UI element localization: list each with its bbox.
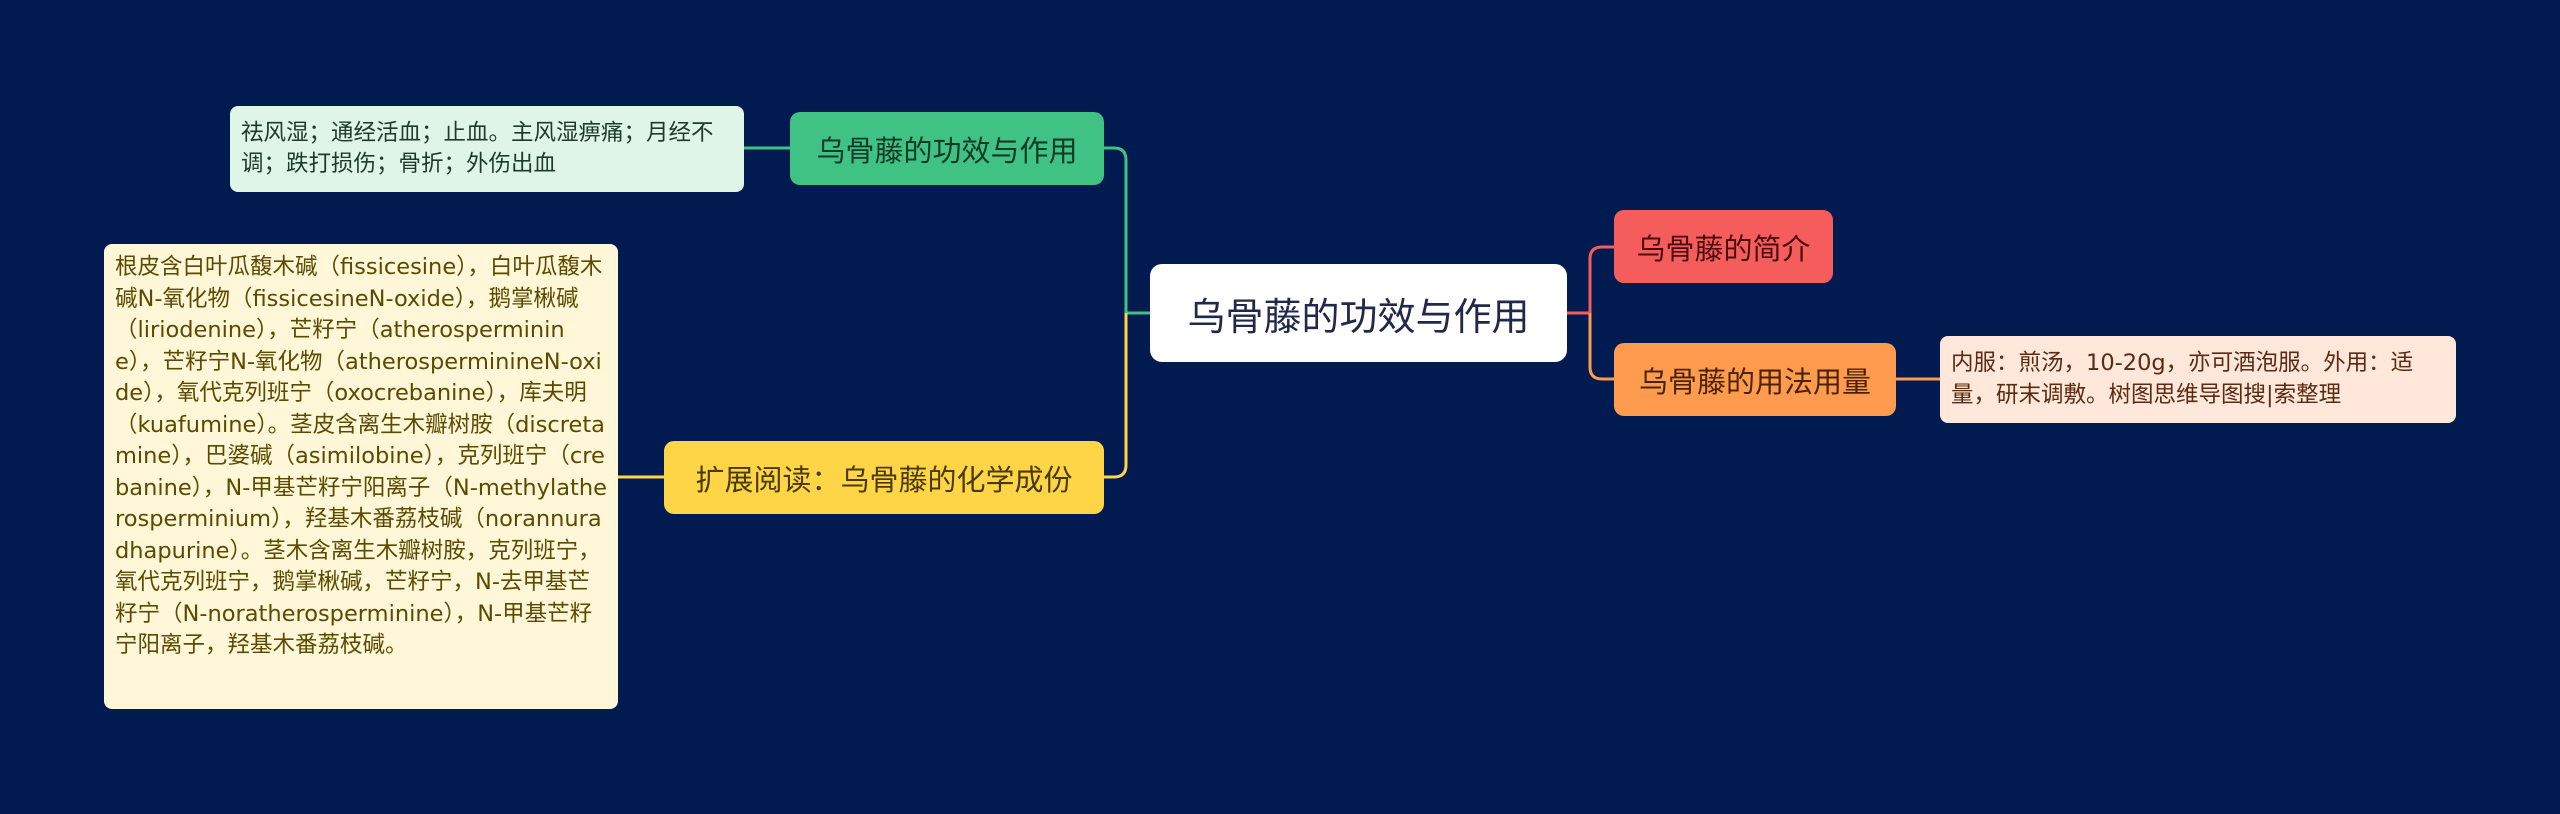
leaf-dosage-detail[interactable]: 内服：煎汤，10-20g，亦可酒泡服。外用：适量，研末调敷。树图思维导图搜|索整…	[1940, 336, 2456, 423]
branch-chemistry-label: 扩展阅读：乌骨藤的化学成份	[695, 462, 1073, 497]
leaf-dosage-text: 内服：煎汤，10-20g，亦可酒泡服。外用：适量，研末调敷。树图思维导图搜|索整…	[1951, 350, 2414, 408]
branch-introduction-label: 乌骨藤的简介	[1636, 231, 1811, 266]
connector-to-red-branch	[1588, 245, 1614, 313]
branch-introduction[interactable]: 乌骨藤的简介	[1614, 210, 1833, 283]
branch-chemistry[interactable]: 扩展阅读：乌骨藤的化学成份	[664, 441, 1104, 514]
leaf-chemistry-text: 根皮含白叶瓜馥木碱（fissicesine），白叶瓜馥木碱N-氧化物（fissi…	[115, 254, 607, 658]
branch-dosage-label: 乌骨藤的用法用量	[1638, 364, 1871, 399]
center-topic-label: 乌骨藤的功效与作用	[1187, 294, 1530, 339]
branch-dosage[interactable]: 乌骨藤的用法用量	[1614, 343, 1896, 416]
center-topic[interactable]: 乌骨藤的功效与作用	[1150, 264, 1567, 362]
leaf-effects-detail[interactable]: 祛风湿；通经活血；止血。主风湿痹痛；月经不调；跌打损伤；骨折；外伤出血	[230, 106, 744, 192]
leaf-effects-text: 祛风湿；通经活血；止血。主风湿痹痛；月经不调；跌打损伤；骨折；外伤出血	[241, 119, 714, 178]
branch-effects-label: 乌骨藤的功效与作用	[816, 133, 1078, 168]
leaf-chemistry-detail[interactable]: 根皮含白叶瓜馥木碱（fissicesine），白叶瓜馥木碱N-氧化物（fissi…	[104, 244, 618, 709]
branch-effects[interactable]: 乌骨藤的功效与作用	[790, 112, 1104, 185]
connector-to-yellow-branch	[1104, 313, 1128, 479]
connector-to-green-branch	[1104, 146, 1128, 313]
connector-to-orange-branch	[1588, 313, 1614, 381]
